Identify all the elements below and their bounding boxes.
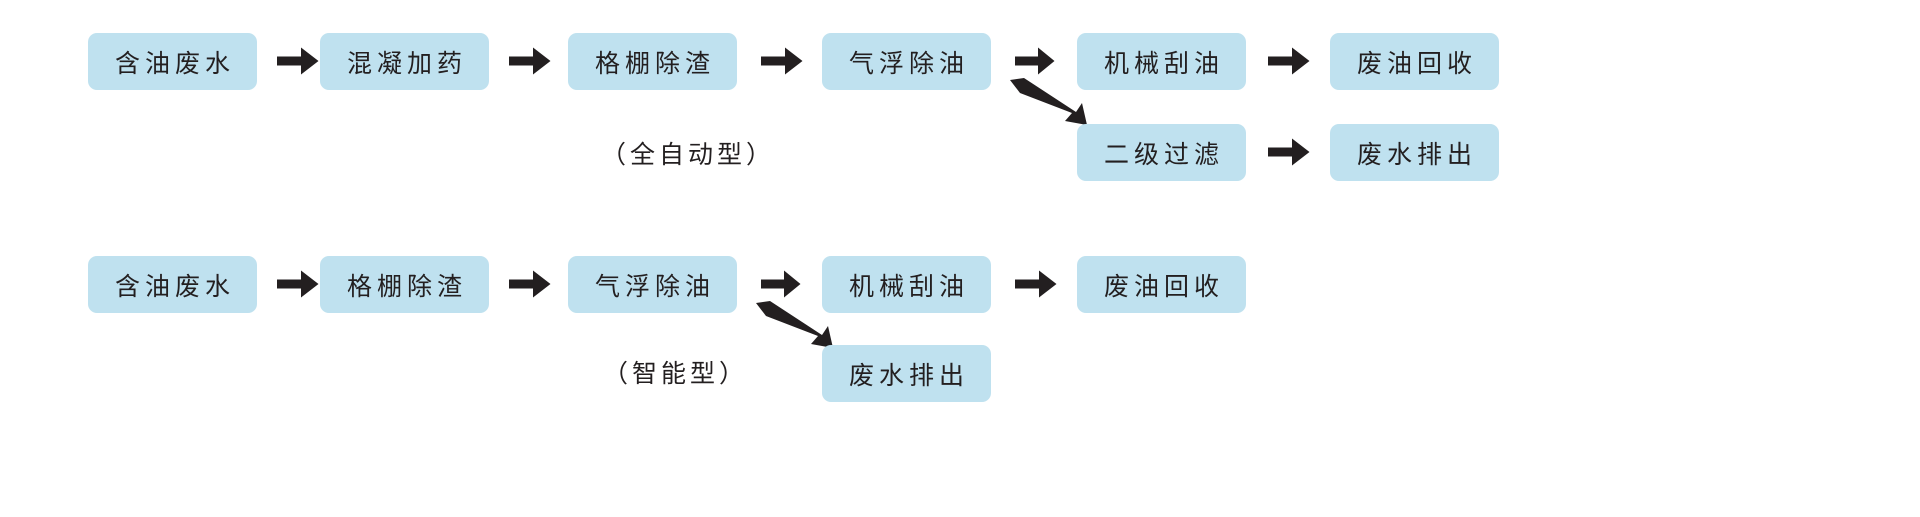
process-node-r2-n6[interactable]: 废水排出: [822, 345, 991, 402]
arrow-diagonal-r1-a5: [1010, 78, 1088, 126]
process-node-r1-n6[interactable]: 废油回收: [1330, 33, 1499, 90]
process-node-r2-n3[interactable]: 气浮除油: [568, 256, 737, 313]
arrow-right-r2-a3: [761, 270, 801, 298]
arrow-right-r1-a2: [509, 47, 551, 75]
process-node-r1-n2[interactable]: 混凝加药: [320, 33, 489, 90]
process-node-r1-n4[interactable]: 气浮除油: [822, 33, 991, 90]
arrow-right-r1-a3: [761, 47, 803, 75]
arrow-right-r2-a5: [1015, 270, 1057, 298]
process-node-r1-n5[interactable]: 机械刮油: [1077, 33, 1246, 90]
arrow-right-r2-a2: [509, 270, 551, 298]
process-node-r2-n5[interactable]: 废油回收: [1077, 256, 1246, 313]
process-node-r1-n7[interactable]: 二级过滤: [1077, 124, 1246, 181]
process-node-r1-n3[interactable]: 格棚除渣: [568, 33, 737, 90]
arrow-right-r1-a7: [1268, 138, 1310, 166]
process-node-r1-n8[interactable]: 废水排出: [1330, 124, 1499, 181]
arrow-right-r1-a6: [1268, 47, 1310, 75]
arrow-right-r1-a4: [1015, 47, 1055, 75]
arrow-right-r1-a1: [277, 47, 319, 75]
row-caption-intelligent: （智能型）: [602, 360, 748, 388]
process-node-r1-n1[interactable]: 含油废水: [88, 33, 257, 90]
process-node-r2-n1[interactable]: 含油废水: [88, 256, 257, 313]
arrow-diagonal-r2-a4: [756, 301, 834, 349]
process-node-r2-n2[interactable]: 格棚除渣: [320, 256, 489, 313]
row-caption-fully-automatic: （全自动型）: [600, 141, 775, 169]
arrow-right-r2-a1: [277, 270, 319, 298]
process-node-r2-n4[interactable]: 机械刮油: [822, 256, 991, 313]
